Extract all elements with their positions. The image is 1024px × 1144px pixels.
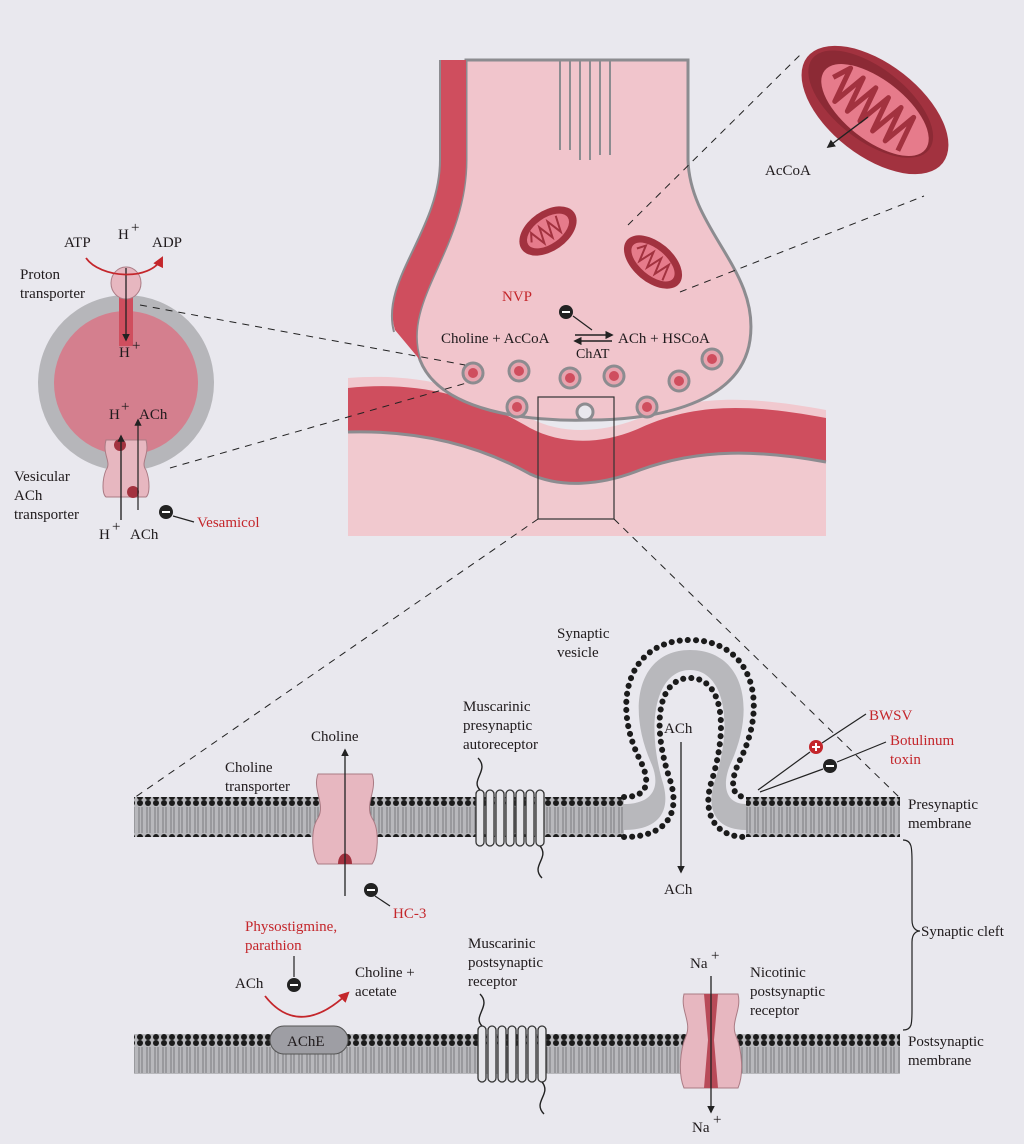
botulinum-label: Botulinum: [890, 733, 955, 749]
svg-text:vesicle: vesicle: [557, 645, 599, 661]
ach-cleft-label: ACh: [664, 882, 693, 898]
svg-text:acetate: acetate: [355, 984, 397, 1000]
chat-enzyme-label: ChAT: [576, 347, 610, 362]
ache-label: AChE: [287, 1034, 325, 1050]
svg-text:postsynaptic: postsynaptic: [750, 984, 825, 1000]
svg-text:autoreceptor: autoreceptor: [463, 737, 538, 753]
mitochondrion-enlarged: [801, 45, 949, 175]
svg-text:receptor: receptor: [468, 974, 517, 990]
svg-text:+: +: [131, 220, 139, 236]
svg-text:+: +: [713, 1112, 721, 1128]
nicotinic-receptor-label: Nicotinic: [750, 965, 806, 981]
svg-text:membrane: membrane: [908, 1053, 972, 1069]
h-inside-label: H: [119, 345, 130, 361]
choline-acetate-label: Choline +: [355, 965, 415, 981]
h-in2-label: H: [109, 407, 120, 423]
reaction-left: Choline + AcCoA: [441, 331, 550, 347]
atp-label: ATP: [64, 235, 91, 251]
proton-transporter-label: Proton: [20, 267, 61, 283]
muscarinic-presynaptic-label: Muscarinic: [463, 699, 531, 715]
muscarinic-postsynaptic-label: Muscarinic: [468, 936, 536, 952]
reaction-right: ACh + HSCoA: [618, 331, 710, 347]
na-bottom-label: Na: [692, 1120, 710, 1136]
synapse-detail: Synaptic vesicle ACh ACh BWSV Botulinum …: [134, 626, 1005, 1136]
vesicle-panel: ATP H + ADP Proton transporter H + H + A…: [14, 220, 259, 543]
postsynaptic-membrane-label: Postsynaptic: [908, 1034, 984, 1050]
nerve-terminal: NVP Choline + AcCoA ACh + HSCoA ChAT: [347, 58, 827, 536]
mitochondrion-2: [623, 235, 683, 289]
na-top-label: Na: [690, 956, 708, 972]
ach-release-label: ACh: [664, 721, 693, 737]
synaptic-vesicle-label: Synaptic: [557, 626, 610, 642]
vesicular-ach-transporter-label: Vesicular: [14, 469, 70, 485]
choline-transporter-label: Choline: [225, 760, 273, 776]
svg-text:presynaptic: presynaptic: [463, 718, 532, 734]
ach-ache-label: ACh: [235, 976, 264, 992]
physostigmine-label: Physostigmine,: [245, 919, 337, 935]
adp-label: ADP: [152, 235, 182, 251]
svg-text:transporter: transporter: [20, 286, 85, 302]
svg-text:membrane: membrane: [908, 816, 972, 832]
svg-text:postsynaptic: postsynaptic: [468, 955, 543, 971]
svg-text:+: +: [112, 519, 120, 535]
hc3-label: HC-3: [393, 906, 426, 922]
svg-text:ACh: ACh: [14, 488, 43, 504]
svg-text:toxin: toxin: [890, 752, 921, 768]
h-top-label: H: [118, 227, 129, 243]
ach-out-label: ACh: [130, 527, 159, 543]
svg-text:+: +: [711, 948, 719, 964]
svg-text:transporter: transporter: [225, 779, 290, 795]
presynaptic-membrane-label: Presynaptic: [908, 797, 978, 813]
mitochondrion-1: [519, 206, 577, 256]
acoa-label: AcCoA: [765, 163, 811, 179]
svg-text:transporter: transporter: [14, 507, 79, 523]
choline-label: Choline: [311, 729, 359, 745]
svg-text:+: +: [132, 338, 140, 354]
synaptic-cleft-label: Synaptic cleft: [921, 924, 1005, 940]
bwsv-label: BWSV: [869, 708, 913, 724]
vesamicol-label: Vesamicol: [197, 515, 259, 531]
ach-in-label: ACh: [139, 407, 168, 423]
muscarinic-postsynaptic-receptor: [477, 1025, 547, 1083]
svg-text:receptor: receptor: [750, 1003, 799, 1019]
h-out-label: H: [99, 527, 110, 543]
nvp-label: NVP: [502, 289, 532, 305]
muscarinic-presynaptic-receptor: [475, 789, 545, 847]
svg-text:+: +: [121, 399, 129, 415]
svg-text:parathion: parathion: [245, 938, 302, 954]
